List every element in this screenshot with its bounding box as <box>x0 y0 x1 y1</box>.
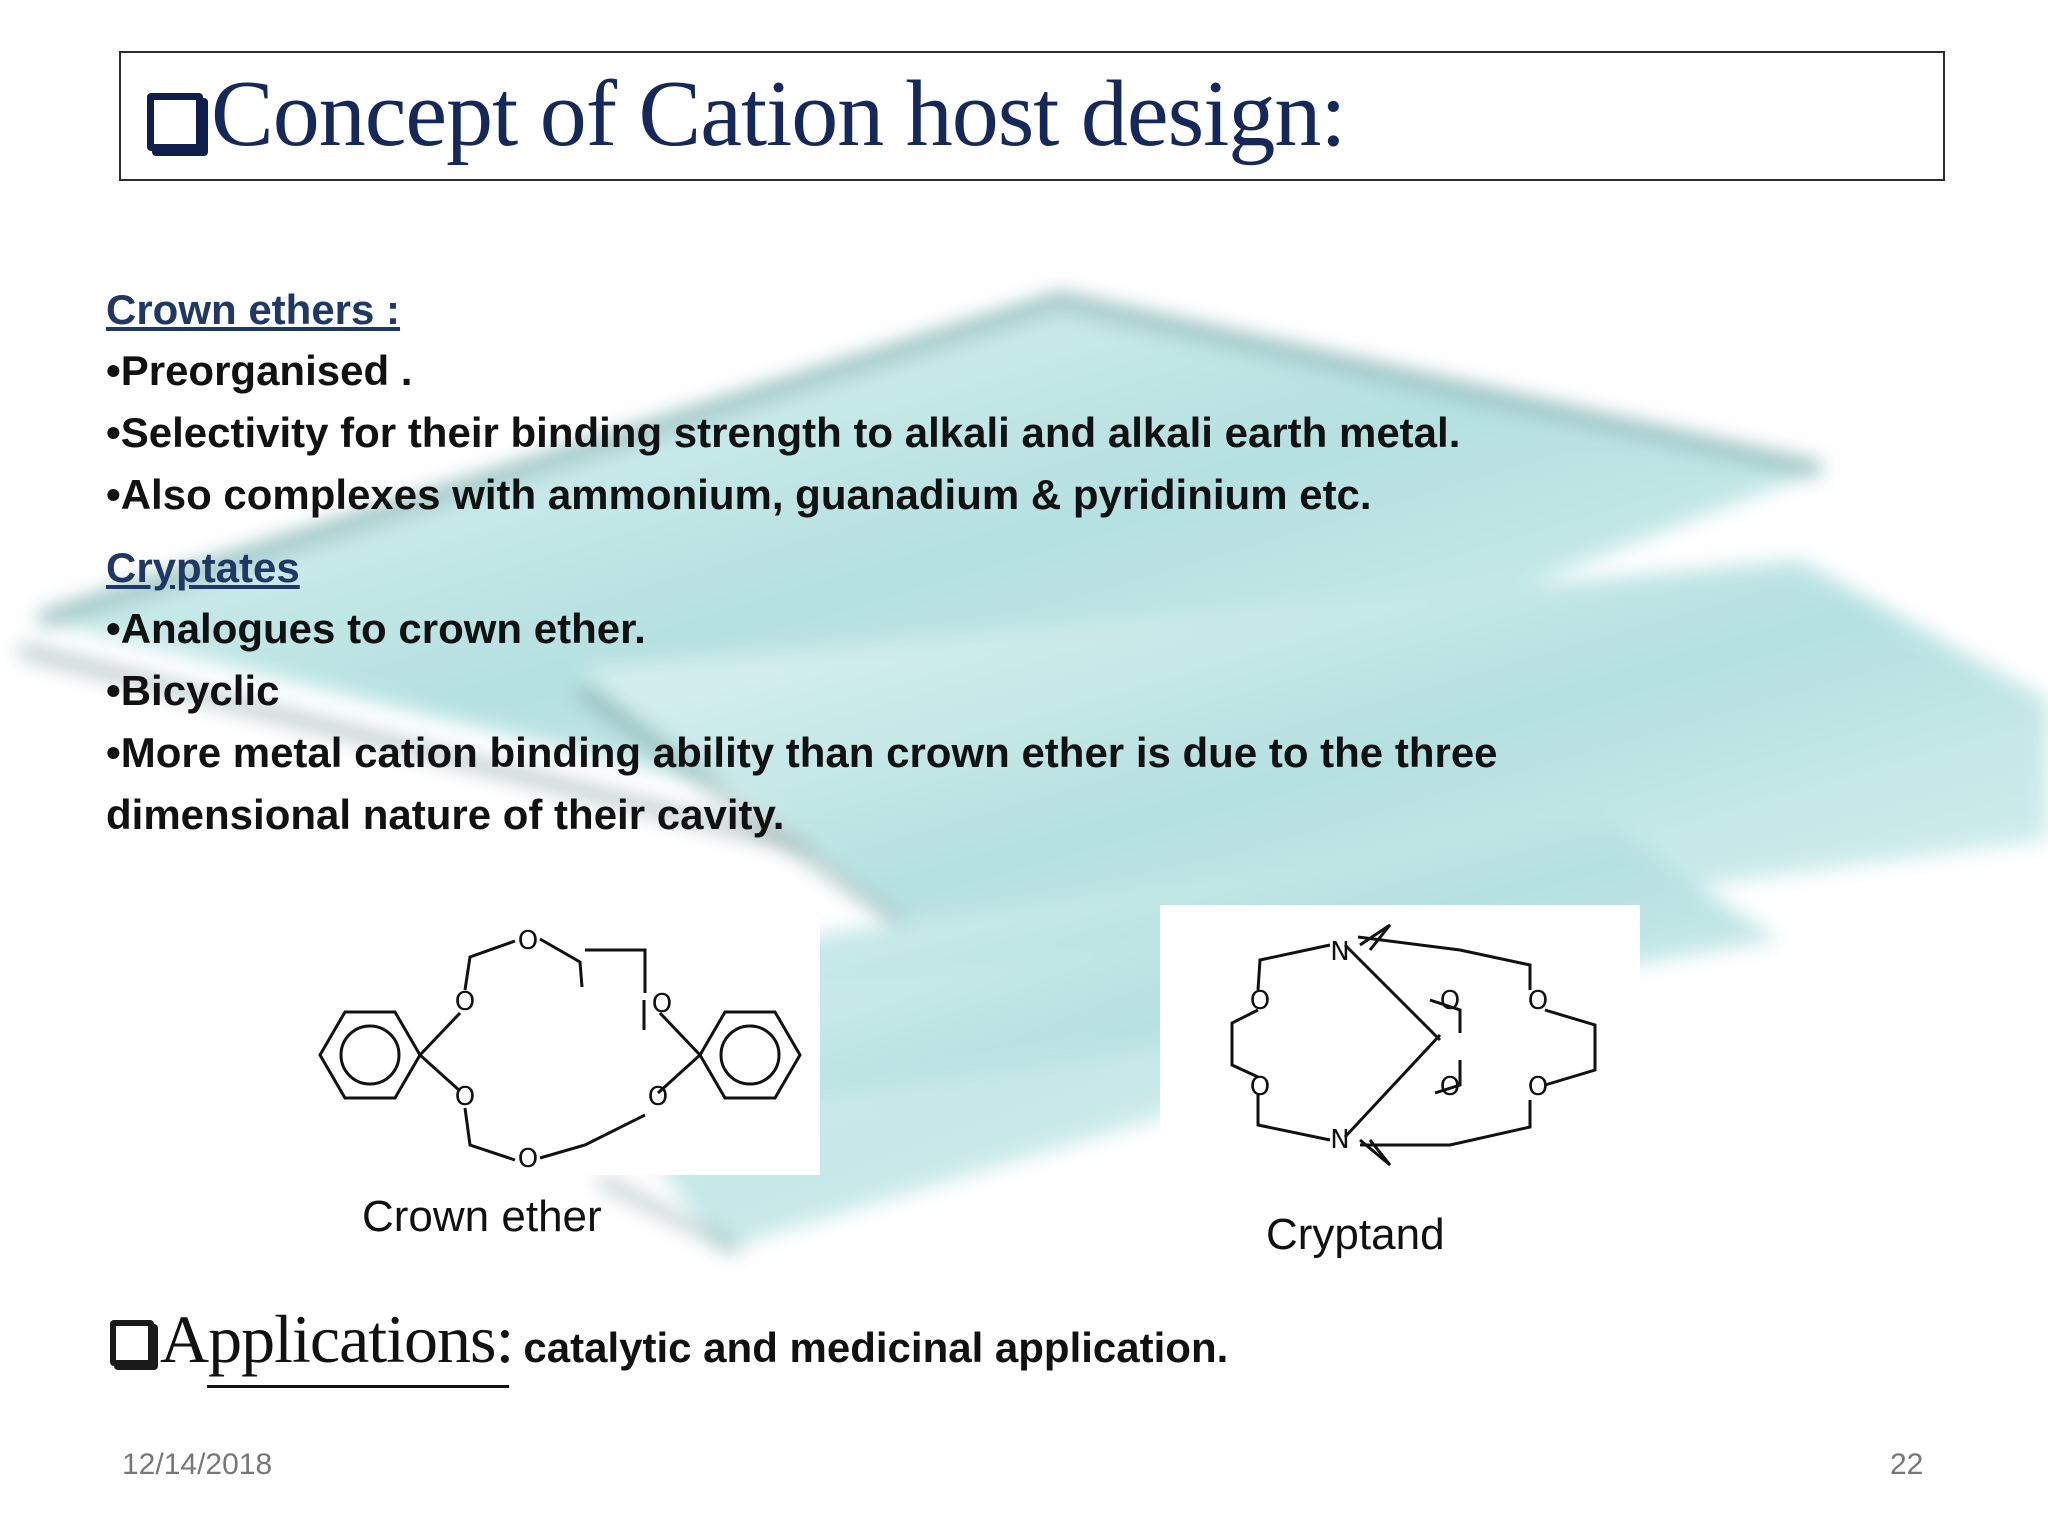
slide-date: 12/14/2018 <box>122 1448 273 1481</box>
cryptates-bullet: dimensional nature of their cavity. <box>106 791 785 838</box>
crown-ether-oxygen-label: O <box>652 989 672 1019</box>
cryptand-nitrogen-label: N <box>1330 1125 1349 1155</box>
cryptand-oxygen-label: O <box>1250 986 1270 1016</box>
slide-title-text: Concept of Cation host design: <box>211 62 1346 166</box>
checkbox-bullet-icon <box>147 93 203 151</box>
slide-body: Crown ethers : •Preorganised . •Selectiv… <box>106 280 1498 846</box>
cryptand-structure: N N O O O O O O <box>1160 905 1640 1185</box>
checkbox-bullet-icon <box>110 1320 154 1366</box>
cryptand-nitrogen-label: N <box>1330 937 1349 967</box>
cryptand-oxygen-label: O <box>1440 1072 1460 1102</box>
slide-title: Concept of Cation host design: <box>147 62 1346 166</box>
crown-ethers-bullet: •Also complexes with ammonium, guanadium… <box>106 471 1372 518</box>
crown-ethers-bullet: •Preorganised . <box>106 347 413 394</box>
crown-ethers-heading: Crown ethers : <box>106 286 401 333</box>
crown-ether-oxygen-label: O <box>455 1082 475 1112</box>
crown-ether-structure: O O O O O O <box>300 905 820 1175</box>
crown-ether-oxygen-label: O <box>648 1082 668 1112</box>
cryptates-bullet: •Bicyclic <box>106 667 280 714</box>
cryptand-oxygen-label: O <box>1250 1072 1270 1102</box>
applications-text: catalytic and medicinal application. <box>523 1324 1229 1371</box>
cryptand-oxygen-label: O <box>1440 986 1460 1016</box>
cryptates-heading: Cryptates <box>106 544 300 591</box>
crown-ether-oxygen-label: O <box>518 1144 538 1174</box>
slide-page-number: 22 <box>1890 1448 1924 1481</box>
applications-line: Applications:catalytic and medicinal app… <box>110 1300 1228 1379</box>
crown-ethers-bullet: •Selectivity for their binding strength … <box>106 409 1461 456</box>
title-box: Concept of Cation host design: <box>119 51 1945 181</box>
cryptates-bullet: •More metal cation binding ability than … <box>106 729 1498 776</box>
crown-ether-oxygen-label: O <box>518 926 538 956</box>
cryptand-oxygen-label: O <box>1528 986 1548 1016</box>
applications-underline <box>207 1385 509 1388</box>
cryptates-bullet: •Analogues to crown ether. <box>106 605 646 652</box>
crown-ether-caption: Crown ether <box>362 1192 602 1241</box>
cryptand-caption: Cryptand <box>1266 1210 1445 1259</box>
applications-label: Applications: <box>160 1301 514 1377</box>
crown-ether-oxygen-label: O <box>455 987 475 1017</box>
cryptand-oxygen-label: O <box>1528 1072 1548 1102</box>
